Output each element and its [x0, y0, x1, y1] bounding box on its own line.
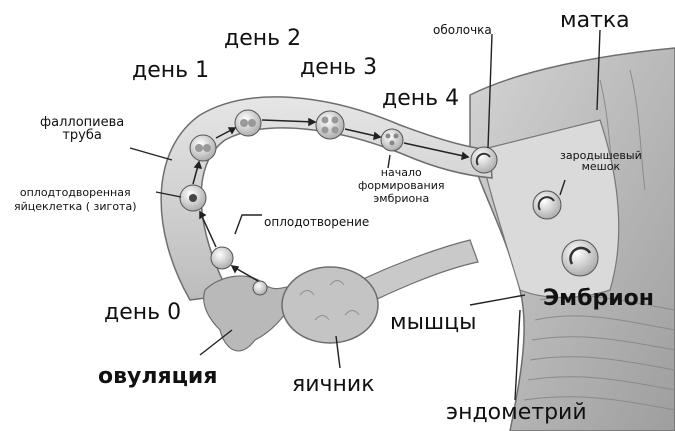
cell-day1 — [190, 135, 216, 161]
label-day4: день 4 — [382, 88, 459, 110]
label-day3: день 3 — [300, 57, 377, 79]
label-zygote: оплодтодворенная яйцеклетка ( зигота) — [14, 186, 137, 214]
cell-day4 — [381, 129, 403, 151]
cell-day3 — [316, 111, 344, 139]
cell-blastocyst — [471, 147, 497, 173]
label-ovary: яичник — [292, 374, 375, 396]
label-shell: оболочка — [433, 24, 492, 36]
cell-zygote — [180, 185, 206, 211]
cell-implanting — [533, 191, 561, 219]
cell-day2 — [235, 110, 261, 136]
label-yolk-sac: зародышевый мешок — [560, 150, 642, 172]
label-day2: день 2 — [224, 28, 301, 50]
label-embryo: Эмбрион — [543, 288, 654, 310]
cell-egg-ovulated — [253, 281, 267, 295]
label-ovulation: овуляция — [98, 366, 217, 388]
label-embryo-start: начало формирования эмбриона — [358, 166, 444, 206]
label-fallopian-tube: фаллопиева труба — [40, 116, 124, 142]
label-muscles: мышцы — [390, 312, 476, 334]
label-fertilization: оплодотворение — [264, 216, 369, 228]
label-day0: день 0 — [104, 302, 181, 324]
cell-embryo — [562, 240, 598, 276]
cell-fertilization — [211, 247, 233, 269]
label-endometrium: эндометрий — [446, 402, 587, 424]
label-uterus: матка — [560, 10, 630, 32]
label-day1: день 1 — [132, 60, 209, 82]
ovary — [282, 267, 378, 343]
